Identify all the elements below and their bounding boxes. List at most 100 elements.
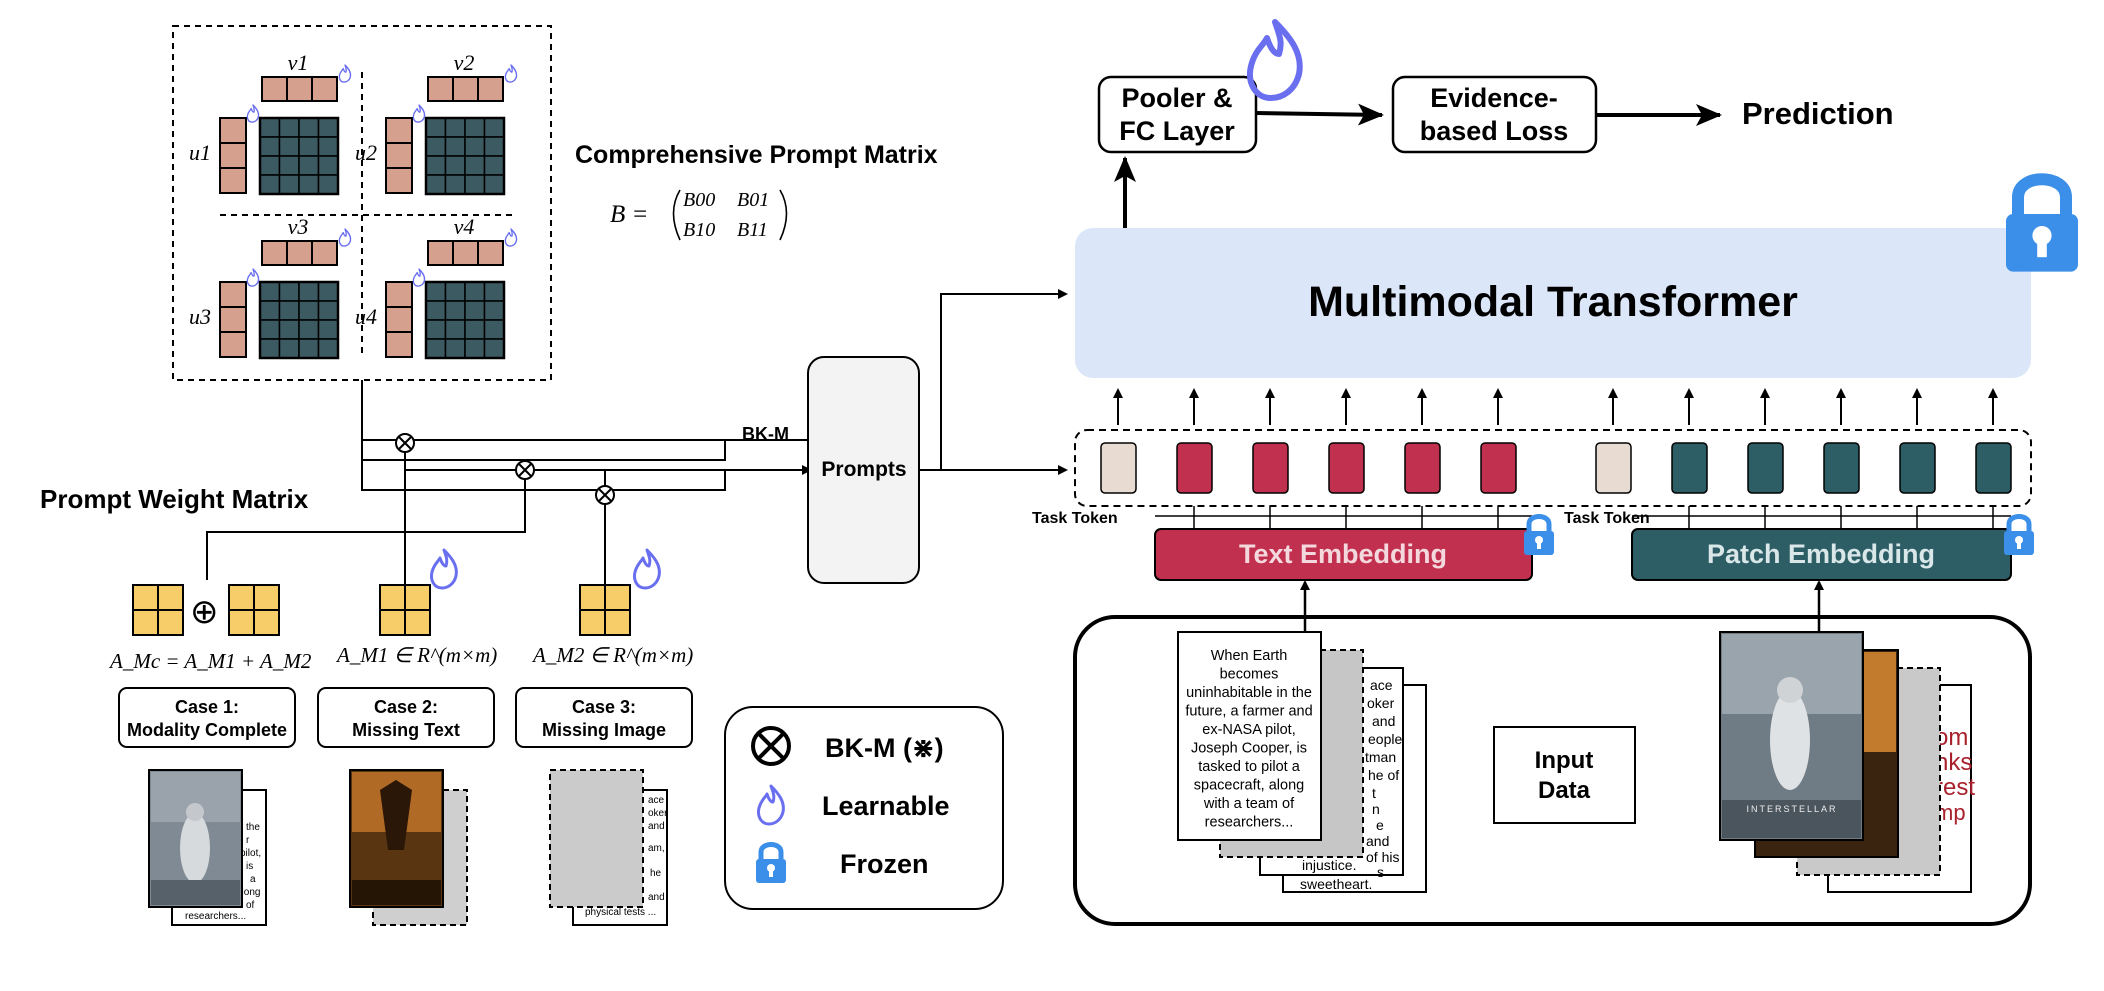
thumb-text: and (648, 892, 665, 903)
matrix-cell (317, 136, 339, 157)
case-1-line1: Case 1: (175, 697, 239, 717)
matrix-cell (444, 136, 466, 157)
document-text-line: ex-NASA pilot, (1202, 722, 1296, 738)
prompt-block (219, 142, 247, 169)
prompt-block (452, 76, 479, 102)
flame-icon (246, 104, 260, 123)
image-posters-stack: om nks rest mp INTERSTELLAR (1719, 631, 1975, 893)
matrix-cell (444, 281, 466, 302)
document-text-line: uninhabitable in the (1186, 685, 1312, 701)
text-embedding-label: Text Embedding (1239, 539, 1447, 569)
matrix-cell (483, 338, 505, 359)
prompt-block (385, 331, 413, 358)
matrix-cell (259, 155, 281, 176)
weight-matrix (132, 584, 184, 636)
thumb-text: the (246, 822, 260, 833)
token-row (1100, 388, 2012, 529)
document-text-fragment: t (1372, 785, 1376, 801)
lock-icon (2004, 517, 2034, 556)
legend-learnable: Learnable (822, 791, 950, 821)
matrix-cell (483, 300, 505, 321)
prompt-block (219, 331, 247, 358)
weight-matrix (228, 584, 280, 636)
bkm-label: BK-M (742, 424, 789, 444)
case-3-thumbnail: ace oker and am, he and physical tests .… (549, 769, 668, 926)
formula-case2: A_M1 ∈ R^(m×m) (335, 643, 497, 667)
matrix-cell (317, 174, 339, 195)
matrix-cell (464, 319, 486, 340)
loss-line2: based Loss (1420, 116, 1569, 146)
input-line2: Data (1538, 777, 1591, 804)
image-token (1899, 442, 1936, 494)
prompt-block (427, 240, 454, 266)
multimodal-transformer: Multimodal Transformer (1075, 228, 2031, 378)
weight-cell (604, 584, 631, 611)
patch-embedding-label: Patch Embedding (1707, 539, 1935, 569)
pooler-line2: FC Layer (1119, 116, 1235, 146)
document-text-line: Joseph Cooper, is (1191, 741, 1307, 757)
matrix-cell (278, 174, 300, 195)
prompt-block (286, 240, 313, 266)
flame-icon (412, 104, 426, 123)
matrix-cell (259, 117, 281, 138)
task-token (1100, 442, 1137, 494)
matrix-cell (259, 174, 281, 195)
v-label: v4 (454, 214, 475, 239)
matrix-cell (464, 338, 486, 359)
case-1-box: Case 1: Modality Complete (118, 687, 296, 748)
prompts-output-arrows (919, 289, 1068, 475)
weight-cell (404, 609, 431, 636)
weight-cell (379, 609, 406, 636)
matrix-cell (425, 319, 447, 340)
matrix-cell (259, 300, 281, 321)
matrix-cell (444, 300, 466, 321)
weight-cell (157, 584, 184, 611)
weight-cell (379, 584, 406, 611)
matrix-cell (483, 319, 505, 340)
thumb-text: of (246, 900, 255, 911)
image-token (1671, 442, 1708, 494)
matrix-cell (464, 136, 486, 157)
prompt-block (427, 76, 454, 102)
document-text-line: tasked to pilot a (1198, 759, 1300, 775)
matrix-cell (464, 155, 486, 176)
pooler-to-loss-arrow (1255, 103, 1384, 126)
matrix-cell (483, 281, 505, 302)
thumb-text: and (648, 821, 665, 832)
flame-icon (246, 268, 260, 287)
matrix-cell (298, 319, 320, 340)
text-token (1252, 442, 1289, 494)
prompt-block (219, 117, 247, 144)
matrix-cell (425, 281, 447, 302)
token-sequence-box (1074, 429, 2032, 507)
weight-cell (404, 584, 431, 611)
matrix-cell (259, 281, 281, 302)
transformer-label: Multimodal Transformer (1308, 278, 1798, 326)
pooler-line1: Pooler & (1121, 83, 1232, 113)
prompt-block (477, 240, 504, 266)
v-label: v2 (454, 50, 475, 75)
matrix-cell (464, 300, 486, 321)
matrix-cell (298, 117, 320, 138)
document-text-fragment: oker (1367, 695, 1395, 711)
task-token (1595, 442, 1632, 494)
text-embedding-bar: Text Embedding (1154, 528, 1533, 581)
text-token (1328, 442, 1365, 494)
lock-icon (2006, 179, 2078, 271)
legend-frozen: Frozen (840, 849, 929, 879)
matrix-cell (425, 117, 447, 138)
prompt-block (219, 281, 247, 308)
weight-cell (579, 584, 606, 611)
prompts-box: Prompts (807, 356, 920, 584)
case-1-thumbnail: the r pilot, is a along of researchers..… (148, 769, 267, 926)
case-2-box: Case 2: Missing Text (317, 687, 495, 748)
flame-icon (429, 548, 458, 590)
thumb-text: am, (648, 843, 665, 854)
matrix-cell (464, 117, 486, 138)
matrix-cell (317, 300, 339, 321)
matrix-cell (278, 281, 300, 302)
thumb-text: physical tests ... (585, 907, 656, 918)
